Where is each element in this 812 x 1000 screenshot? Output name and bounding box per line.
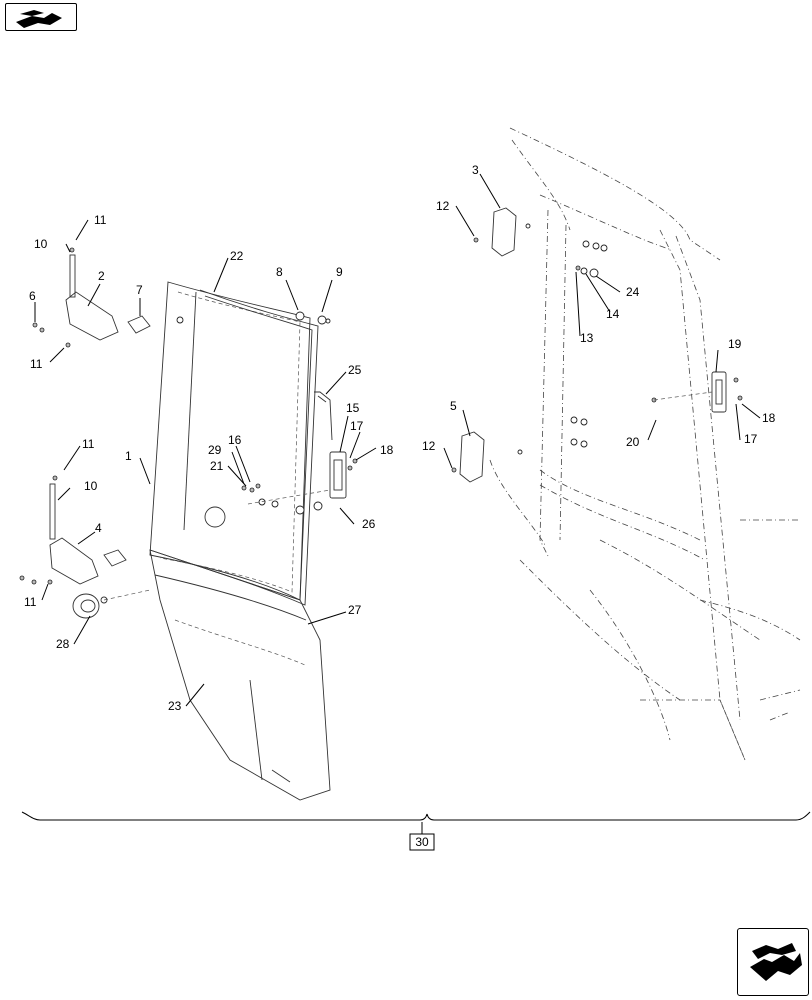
callout-19: 19: [728, 337, 742, 351]
callout-21: 21: [210, 459, 224, 473]
leader-lines: [34, 173, 761, 707]
callout-17-cab: 17: [744, 432, 758, 446]
callout-15: 15: [346, 401, 360, 415]
upper-hinge: [32, 247, 151, 348]
callout-12-upper: 12: [436, 199, 450, 213]
callout-8: 8: [276, 265, 283, 279]
cab-frame: [489, 127, 801, 761]
page-forward-arrow-icon: [750, 943, 802, 981]
door-handle: [72, 589, 151, 619]
callout-20: 20: [626, 435, 640, 449]
callout-23: 23: [168, 699, 182, 713]
lower-door-panel: [149, 549, 331, 801]
cab-hinge-bracket-upper: [473, 207, 608, 278]
callout-27: 27: [348, 603, 362, 617]
callout-10-upper: 10: [34, 237, 48, 251]
callout-3: 3: [472, 163, 479, 177]
callout-29: 29: [208, 443, 222, 457]
callout-11-top-lower: 11: [82, 437, 95, 451]
callout-2: 2: [98, 269, 105, 283]
callout-18-door: 18: [380, 443, 394, 457]
callout-28: 28: [56, 637, 70, 651]
callout-6: 6: [29, 289, 36, 303]
previous-page-button[interactable]: [5, 3, 77, 31]
callout-22: 22: [230, 249, 244, 263]
callout-labels: 1 2 3 4 5 6 7 8 9 10 10 11 11 11 11 12 1…: [24, 163, 776, 713]
callout-11-bottom-upper: 11: [30, 357, 43, 371]
callout-10-lower: 10: [84, 479, 98, 493]
lower-hinge: [19, 475, 127, 585]
callout-26: 26: [362, 517, 376, 531]
callout-17-door: 17: [350, 419, 364, 433]
callout-16: 16: [228, 433, 242, 447]
page-back-arrow-icon: [16, 10, 62, 28]
callout-5: 5: [450, 399, 457, 413]
assembly-bracket: 30: [21, 811, 811, 851]
callout-18-cab: 18: [762, 411, 776, 425]
callout-13: 13: [580, 331, 594, 345]
callout-9: 9: [336, 265, 343, 279]
callout-25: 25: [348, 363, 362, 377]
callout-12-lower: 12: [422, 439, 436, 453]
callout-24: 24: [626, 285, 640, 299]
assembly-label: 30: [415, 835, 429, 849]
callout-11-bottom-lower: 11: [24, 595, 37, 609]
cab-striker: [651, 371, 743, 413]
cab-hinge-bracket-lower: [451, 416, 588, 483]
callout-1: 1: [125, 449, 132, 463]
callout-7: 7: [136, 283, 143, 297]
latch-assembly: [241, 391, 358, 515]
callout-4: 4: [95, 521, 102, 535]
seal-hardware: [176, 311, 331, 325]
next-page-button[interactable]: [737, 928, 809, 996]
callout-14: 14: [606, 307, 620, 321]
callout-11-top-upper: 11: [94, 213, 107, 227]
